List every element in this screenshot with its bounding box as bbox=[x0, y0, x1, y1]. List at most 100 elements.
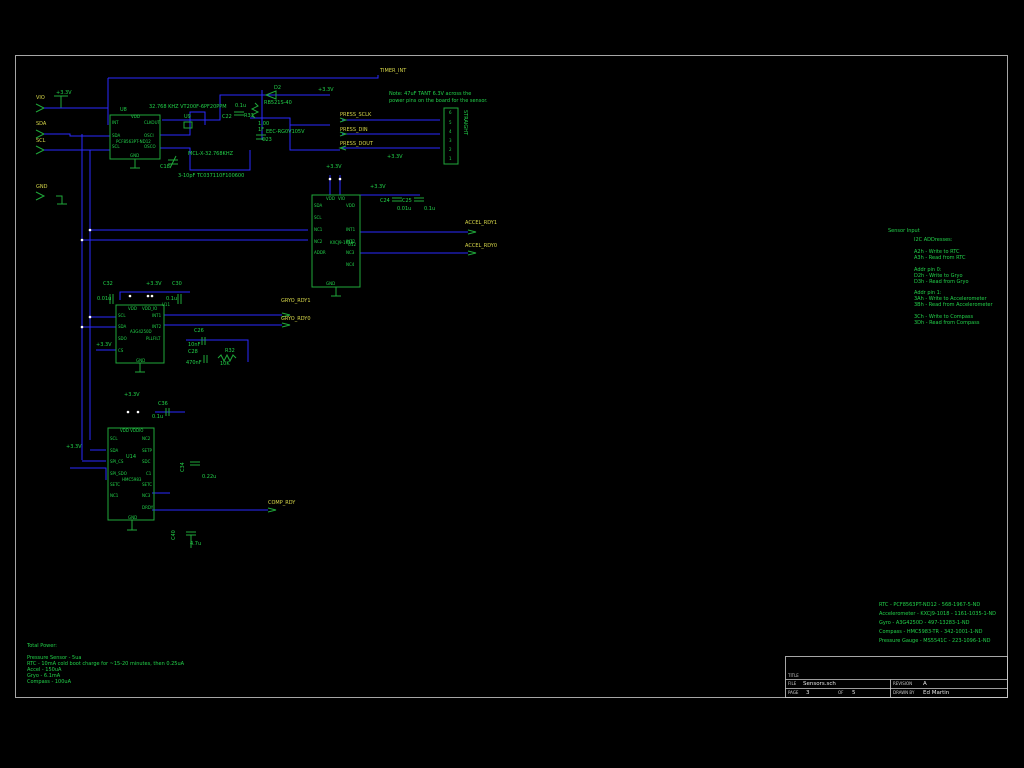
gryo-rdy0-label: GRYO_RDY0 bbox=[281, 316, 311, 322]
parts-list: RTC - PCF8563PT-ND12 - 568-1967-5-ND Acc… bbox=[879, 602, 996, 644]
compass-pin-sda: SDA bbox=[110, 448, 119, 453]
accel-pin-vdd: VDD bbox=[346, 203, 355, 208]
press-dout-label: PRESS_DOUT bbox=[340, 141, 374, 147]
accel-pin-nc2: NC2 bbox=[314, 239, 323, 244]
of-label: OF bbox=[838, 690, 844, 695]
gyro-supply-label: +3.3V bbox=[146, 281, 162, 287]
rtc-pin-scl: SCL bbox=[112, 144, 120, 149]
r32-symbol bbox=[217, 353, 237, 363]
header-supply-label: +3.3V bbox=[387, 154, 403, 160]
rtc-osc-part: MCL-X-32.768KHZ bbox=[188, 151, 234, 157]
header-ref: STRAIGHT bbox=[462, 110, 468, 136]
rtc-backup: D2 RB521S-40 +3.3V 0.1u C22 R33 1.00 1F … bbox=[222, 85, 334, 143]
compass-supply-label: +3.3V bbox=[124, 392, 140, 398]
rtc-ref: U8 bbox=[120, 107, 127, 113]
rtc-supply-label: +3.3V bbox=[318, 87, 334, 93]
c40-ref: C40 bbox=[171, 530, 177, 540]
accel-rdy0-label: ACCEL_RDY0 bbox=[465, 243, 497, 249]
c23-ref: C23 bbox=[262, 137, 272, 143]
gyro-pin-cs: CS bbox=[118, 348, 124, 353]
gyro-pin-vdd: VDD bbox=[128, 306, 137, 311]
c32-ref: C32 bbox=[103, 281, 113, 287]
press-din-label: PRESS_DIN bbox=[340, 127, 368, 133]
comp-rdy-label: COMP_RDY bbox=[268, 500, 296, 506]
compass-pin-vdd: VDD VDDIO bbox=[120, 428, 143, 433]
sensor-input-subtitle: I2C ADDresses: bbox=[914, 237, 953, 243]
compass-chip bbox=[107, 427, 155, 521]
header-pin-4: 4 bbox=[449, 129, 452, 134]
pressure-nets: PRESS_SCLK PRESS_DIN PRESS_DOUT +3.3V bbox=[338, 112, 403, 160]
junctions bbox=[80, 177, 342, 414]
accel-pin-scl: SCL bbox=[314, 215, 322, 220]
part-pressure: Pressure Gauge - MS5541C - 223-1096-1-ND bbox=[879, 638, 991, 644]
title-label: TITLE bbox=[787, 673, 799, 678]
compass-pin-drdy: DRDY bbox=[142, 505, 154, 510]
rtc-pin-int: INT bbox=[112, 120, 119, 125]
compass-ref: U14 bbox=[126, 454, 136, 460]
gyro-pin-sda: SDA bbox=[118, 324, 127, 329]
addr-line-10: 3Bh - Read from Accelerometer bbox=[914, 302, 994, 308]
r33-ref: R33 bbox=[244, 113, 254, 119]
file-value: Sensors.sch bbox=[803, 681, 836, 687]
part-rtc: RTC - PCF8563PT-ND12 - 568-1967-5-ND bbox=[879, 602, 980, 608]
crystal-symbol bbox=[183, 121, 193, 129]
header-pin-3: 3 bbox=[449, 138, 452, 143]
sensor-input-notes: Sensor Input I2C ADDresses: A2h - Write … bbox=[888, 228, 994, 326]
page-label: PAGE bbox=[788, 690, 799, 695]
c22-value: 0.1u bbox=[235, 103, 246, 109]
gnd-label: GND bbox=[36, 184, 48, 190]
rtc-pin-vdd: VDD bbox=[131, 114, 140, 119]
accel-nets: ACCEL_RDY1 ACCEL_RDY0 bbox=[465, 220, 497, 256]
accel-rdy1-label: ACCEL_RDY1 bbox=[465, 220, 497, 226]
compass-gnd: GND bbox=[128, 515, 137, 520]
rtc-pin-gnd: GND bbox=[130, 153, 139, 158]
note-line-1: Note: 47uF TANT 6.3V across the bbox=[389, 91, 471, 97]
power-title: Total Power: bbox=[26, 643, 57, 649]
part-accel: Accelerometer - KXCJ9-1018 - 1161-1035-1… bbox=[879, 611, 996, 617]
rtc-block: U8 INT SDA SCL VDD CLKOUT OSCI OSCO GND … bbox=[109, 104, 244, 179]
vio-label: VIO bbox=[36, 95, 45, 101]
drawn-label: DRAWN BY bbox=[893, 690, 915, 695]
power-line-2: RTC - 10mA cold boot charge for ~15-20 m… bbox=[27, 661, 185, 667]
addr-line-12: 3Ch - Write to Compass bbox=[914, 314, 973, 320]
c32-value: 0.01u bbox=[97, 296, 111, 302]
gyro-pin-int1: INT1 bbox=[152, 313, 162, 318]
gyro-cs-supply: +3.3V bbox=[96, 342, 112, 348]
accel-pin-sda: SDA bbox=[314, 203, 323, 208]
diode-symbol bbox=[264, 90, 277, 100]
compass-pin-setp: SETP bbox=[142, 448, 153, 453]
addr-line-9: 3Ah - Write to Accelerometer bbox=[914, 296, 988, 302]
c28-ref: C28 bbox=[188, 349, 198, 355]
gyro-pin-vddio: VDD_IO bbox=[142, 306, 157, 311]
part-gyro: Gyro - A3G4250D - 497-13283-1-ND bbox=[879, 620, 970, 626]
accel-pin-int1: INT1 bbox=[346, 227, 356, 232]
addr-line-2: A3h - Read from RTC bbox=[914, 255, 966, 261]
c36-value: 0.1u bbox=[152, 414, 163, 420]
timer-int-label: TIMER_INT bbox=[379, 68, 407, 74]
power-line-1: Pressure Sensor - 5ua bbox=[27, 655, 81, 661]
gryo-rdy1-label: GRYO_RDY1 bbox=[281, 298, 311, 304]
c40-value: 4.7u bbox=[190, 541, 201, 547]
note-line-2: power pins on the board for the sensor. bbox=[389, 98, 488, 104]
c26-ref: C26 bbox=[194, 328, 204, 334]
rtc-pin-clkout: CLKOUT bbox=[144, 120, 161, 125]
press-sclk-label: PRESS_SCLK bbox=[340, 112, 372, 118]
compass-pin-sdc: SDC bbox=[142, 459, 151, 464]
c34-value: 0.22u bbox=[202, 474, 216, 480]
accel-ref: U12 bbox=[348, 242, 356, 247]
compass-pin-nc3: NC3 bbox=[142, 493, 151, 498]
rtc-pin-sda: SDA bbox=[112, 133, 121, 138]
addr-line-5: D2h - Write to Gryo bbox=[914, 273, 963, 279]
diode-ref: D2 bbox=[274, 85, 281, 91]
power-line-3: Accel - 150uA bbox=[27, 667, 62, 673]
c28-value: 470nF bbox=[186, 360, 202, 366]
c23-part: EEC-RG0V105V bbox=[266, 129, 305, 135]
title-block: TITLE FILE Sensors.sch REVISION A PAGE 3… bbox=[785, 656, 1008, 698]
gyro-part: A3G4250D bbox=[130, 329, 152, 334]
drawn-value: Ed Martin bbox=[923, 690, 950, 696]
accel-pin-nc4: NC4 bbox=[346, 262, 355, 267]
trim-cap-symbol bbox=[168, 155, 178, 169]
accel-supply-label: +3.3V bbox=[326, 164, 342, 170]
of-value: 5 bbox=[852, 690, 856, 696]
